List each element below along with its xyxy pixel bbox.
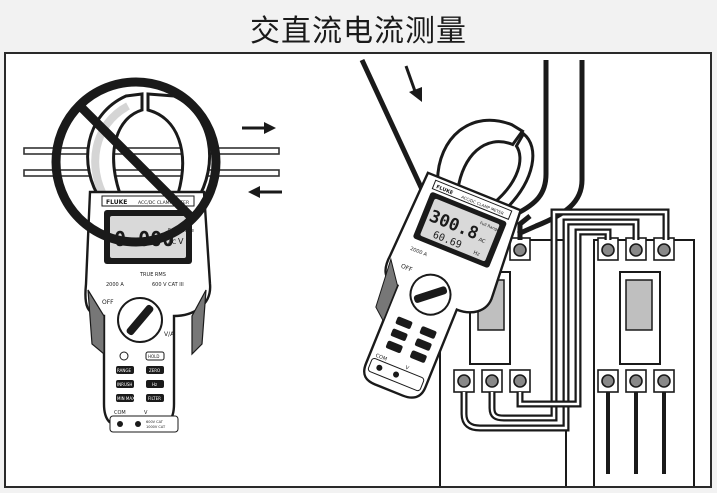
arrow-down-icon — [404, 65, 422, 102]
v-jack-label: V — [144, 410, 148, 416]
right-scene: FLUKE ACC/DC CLAMP METER 300.8 60.69 Ful… — [359, 58, 695, 486]
zero-label: ZERO — [149, 368, 160, 373]
inrush-button — [116, 380, 134, 388]
diagram-frame: FLUKE ACC/DC CLAMP METER 0.000 Full Rang… — [4, 52, 712, 488]
clamp-jaw-right-a — [436, 118, 525, 192]
rotary-knob — [126, 304, 154, 336]
clamp-meter-left: FLUKE ACC/DC CLAMP METER 0.000 Full Rang… — [84, 190, 212, 433]
interconnect-wires — [460, 208, 670, 432]
clamp-meter-right: FLUKE ACC/DC CLAMP METER 300.8 60.69 Ful… — [362, 118, 535, 399]
hz-label: Hz — [152, 382, 157, 387]
switch-off-label-right: OFF — [400, 263, 414, 274]
diagram-canvas: FLUKE ACC/DC CLAMP METER 0.000 Full Rang… — [23, 58, 695, 486]
breaker-toggle-right — [625, 279, 653, 331]
zero-button — [146, 366, 164, 374]
filter-label: FILTER — [148, 396, 161, 401]
button-panel-left: HOLD RANGE ZERO INRUSH Hz MIN MAX FILTER — [116, 351, 165, 402]
com-jack — [117, 421, 123, 427]
inrush-label: INRUSH — [117, 382, 132, 387]
hold-label: HOLD — [148, 354, 159, 359]
arrow-right-icon — [242, 122, 276, 134]
lcd-unit-v: V — [178, 237, 184, 246]
brand-label: FLUKE — [106, 199, 127, 206]
button-panel-right — [385, 316, 437, 363]
cat-label-2: 1000V CAT — [146, 425, 166, 429]
v-jack — [135, 421, 141, 427]
rating-v-label: 600 V CAT III — [152, 282, 184, 288]
switch-v-label: V/A — [164, 331, 175, 338]
range-label: RANGE — [117, 368, 131, 373]
model-label: ACC/DC CLAMP METER — [138, 200, 189, 206]
arrow-left-icon — [248, 186, 282, 198]
no-entry-circle-slash-icon — [51, 77, 221, 247]
lcd-unit-hz-right: Hz — [472, 250, 481, 258]
range-button — [116, 366, 134, 374]
com-jack-right — [376, 364, 383, 371]
lcd-unit-ac: AC — [168, 239, 176, 246]
hold-button — [145, 351, 165, 361]
clamp-jaw-right-b — [490, 131, 535, 211]
switch-off-label: OFF — [102, 299, 114, 306]
rating-a-label: 2000 A — [106, 282, 124, 288]
com-label: COM — [114, 410, 126, 416]
lcd-unit-ac-right: AC — [477, 237, 486, 245]
filter-button — [146, 394, 164, 402]
com-label-right: COM — [375, 353, 388, 363]
page-title: 交直流电流测量 — [250, 14, 467, 49]
wire-top — [23, 147, 280, 155]
hz-button — [146, 380, 164, 388]
v-jack-right — [393, 371, 400, 378]
outgoing-wires — [606, 392, 666, 474]
rotary-knob-right — [413, 286, 448, 303]
lcd-screen-right — [420, 198, 500, 261]
minmax-button — [116, 394, 134, 402]
left-scene: FLUKE ACC/DC CLAMP METER 0.000 Full Rang… — [23, 77, 282, 433]
trms-label: TRUE RMS — [139, 272, 166, 278]
v-jack-label-right: V — [404, 365, 410, 372]
minmax-label: MIN MAX — [117, 396, 135, 401]
cat-label-1: 600V CAT — [146, 420, 164, 424]
